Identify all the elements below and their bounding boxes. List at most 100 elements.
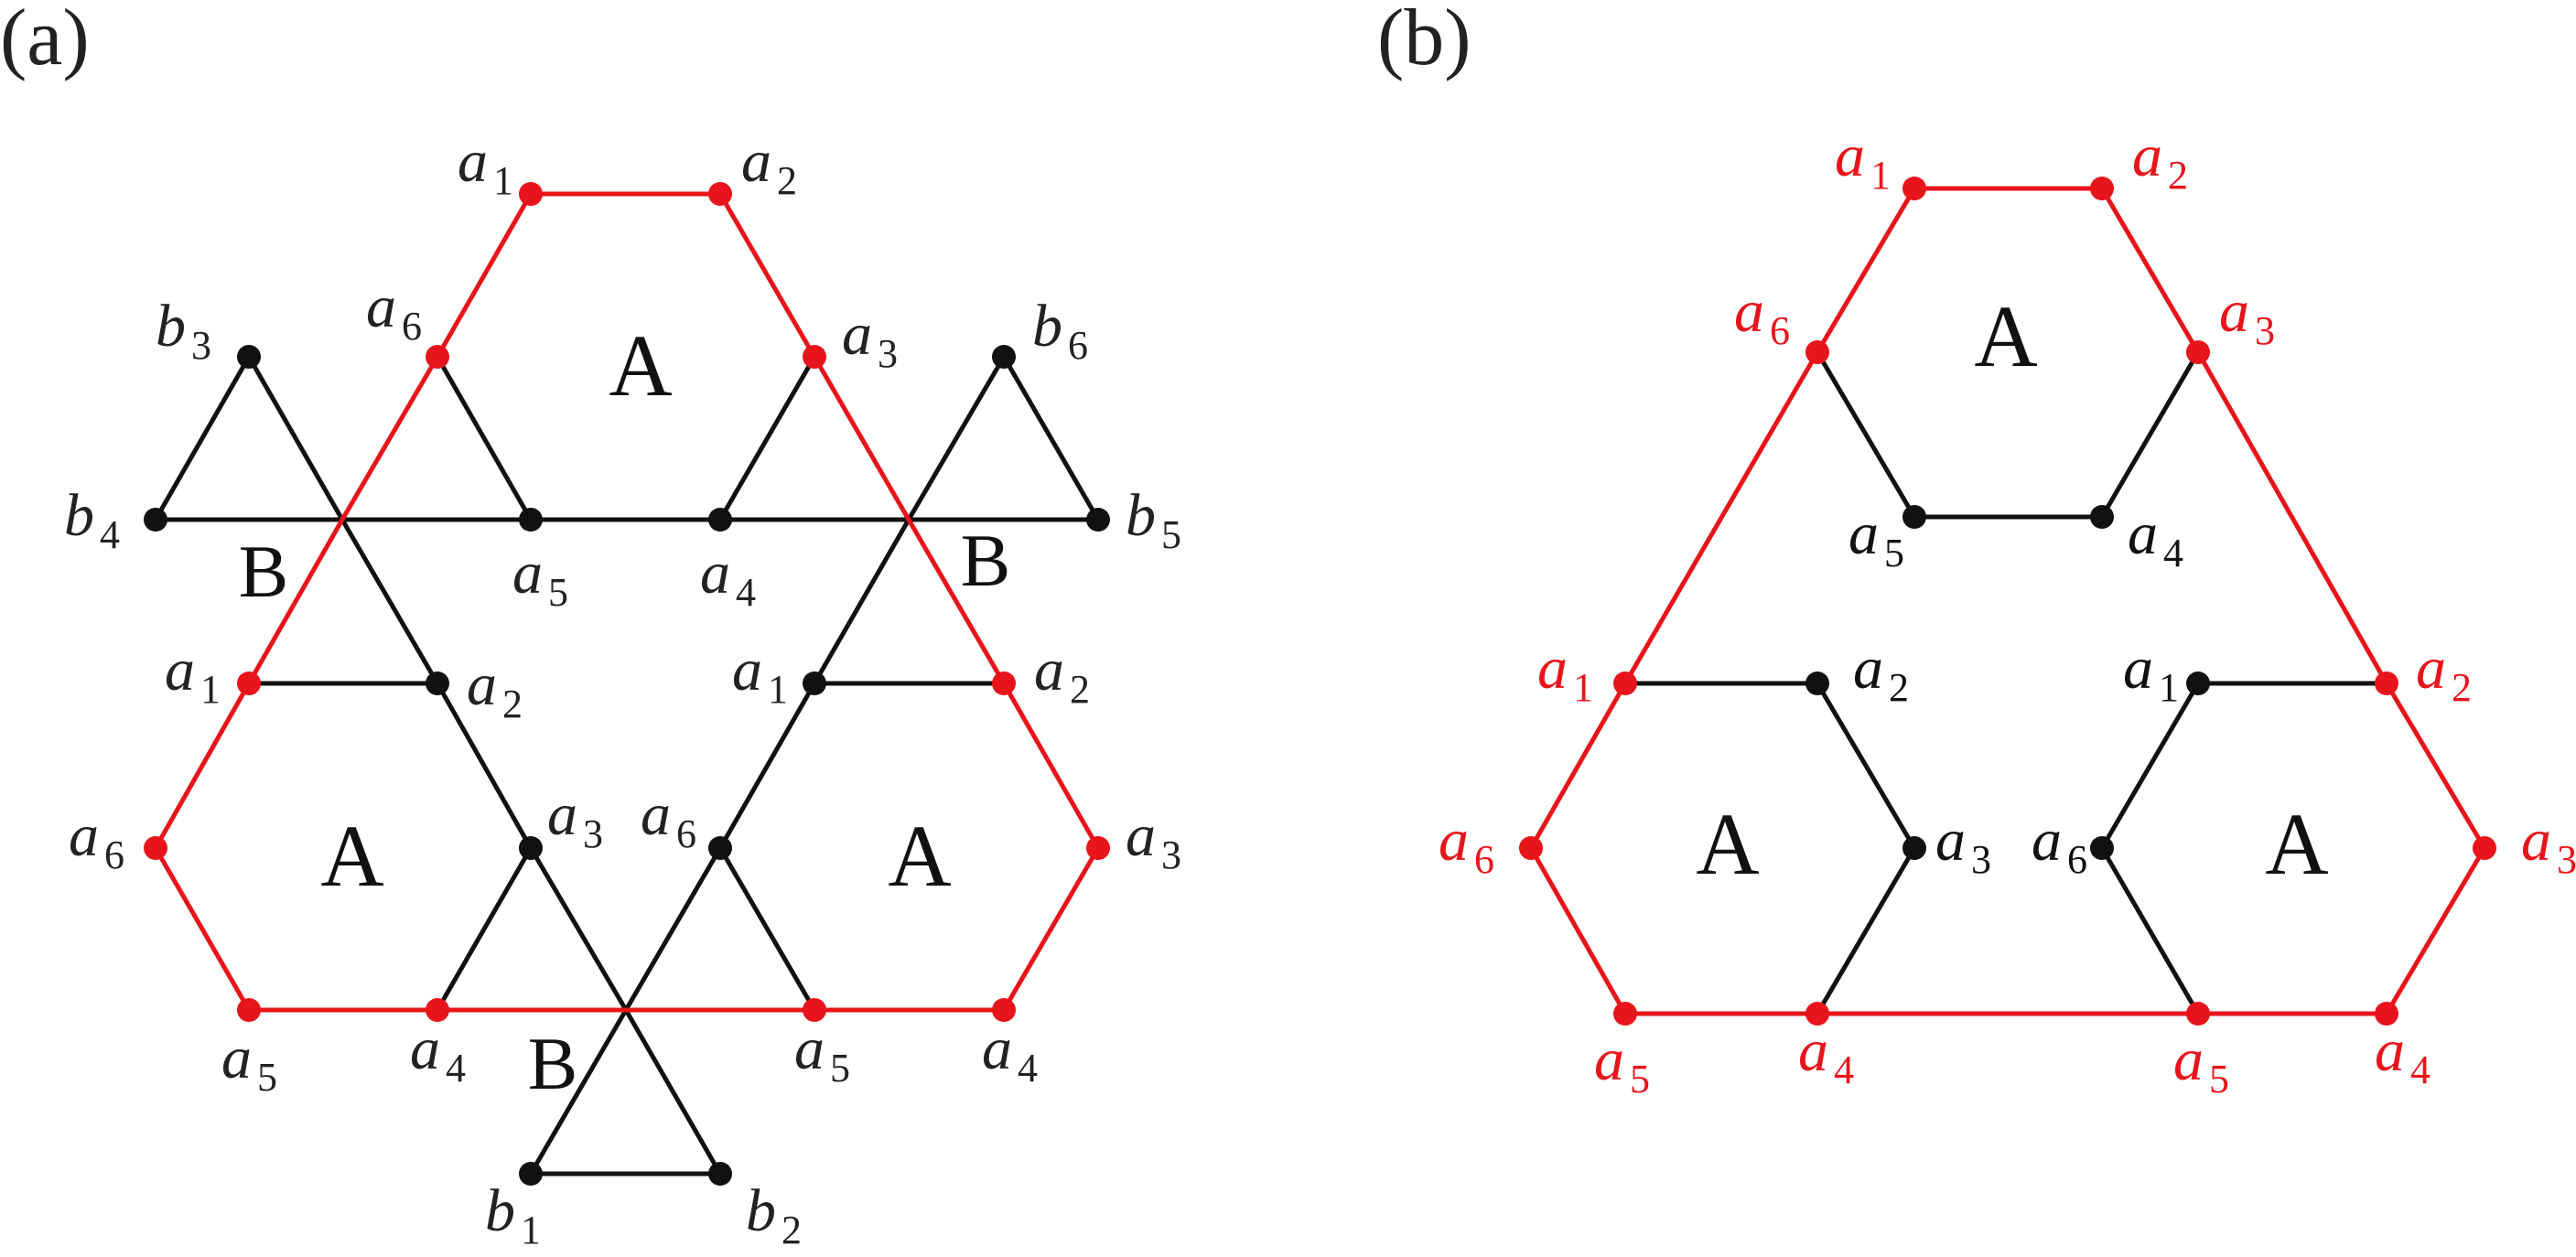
highlight-bond	[1622, 349, 1820, 686]
highlight-bond	[1528, 845, 1628, 1016]
site	[708, 1162, 732, 1186]
site	[2186, 671, 2210, 695]
site	[144, 508, 167, 532]
site	[708, 508, 732, 532]
bond	[1815, 349, 1917, 520]
highlight-site	[2186, 1002, 2210, 1026]
bond	[340, 517, 440, 686]
bond	[435, 681, 534, 851]
highlight-site	[426, 998, 449, 1022]
highlight-bond	[1001, 845, 1101, 1013]
highlight-bond	[340, 354, 440, 522]
region-A-label: A	[2265, 795, 2328, 893]
bond	[2099, 845, 2201, 1016]
panel-label-b: (b)	[1377, 0, 1471, 82]
bond	[812, 517, 911, 686]
site	[2090, 505, 2114, 529]
site	[519, 508, 543, 532]
highlight-bond	[2195, 349, 2389, 686]
bond	[717, 354, 817, 522]
site	[2090, 836, 2114, 860]
bond	[2099, 349, 2201, 520]
highlight-site	[2090, 177, 2114, 200]
highlight-site	[1902, 177, 1926, 200]
highlight-bond	[906, 517, 1007, 686]
highlight-site	[2375, 1002, 2398, 1026]
highlight-site	[1519, 836, 1543, 860]
region-A-label: A	[609, 317, 672, 414]
site	[708, 836, 732, 860]
region-B-label: B	[528, 1022, 578, 1105]
highlight-site	[1613, 1002, 1637, 1026]
highlight-site	[1613, 671, 1637, 695]
site	[1086, 508, 1110, 532]
highlight-bond	[812, 354, 911, 522]
highlight-bond	[153, 845, 252, 1013]
region-A-label: A	[888, 807, 951, 905]
site	[426, 671, 449, 695]
highlight-site	[426, 345, 449, 369]
highlight-bond	[1001, 681, 1101, 851]
bond	[528, 845, 629, 1013]
bond	[153, 354, 252, 522]
highlight-bond	[717, 191, 817, 360]
highlight-site	[237, 671, 261, 695]
highlight-bond	[435, 191, 534, 360]
site	[992, 345, 1016, 369]
bond	[1815, 845, 1917, 1016]
highlight-bond	[246, 517, 345, 686]
region-B-label: B	[239, 530, 289, 613]
bond	[623, 1007, 723, 1176]
bond	[906, 354, 1007, 522]
highlight-bond	[153, 681, 252, 851]
bond	[1815, 681, 1917, 851]
bond	[246, 354, 345, 522]
site	[803, 671, 826, 695]
highlight-bond	[2099, 186, 2201, 355]
bond	[717, 845, 817, 1013]
highlight-site	[803, 345, 826, 369]
site	[1902, 836, 1926, 860]
bond	[623, 845, 723, 1013]
region-A-label: A	[1974, 287, 2037, 385]
highlight-site	[519, 182, 543, 206]
highlight-site	[2375, 671, 2398, 695]
highlight-bond	[2384, 845, 2487, 1016]
